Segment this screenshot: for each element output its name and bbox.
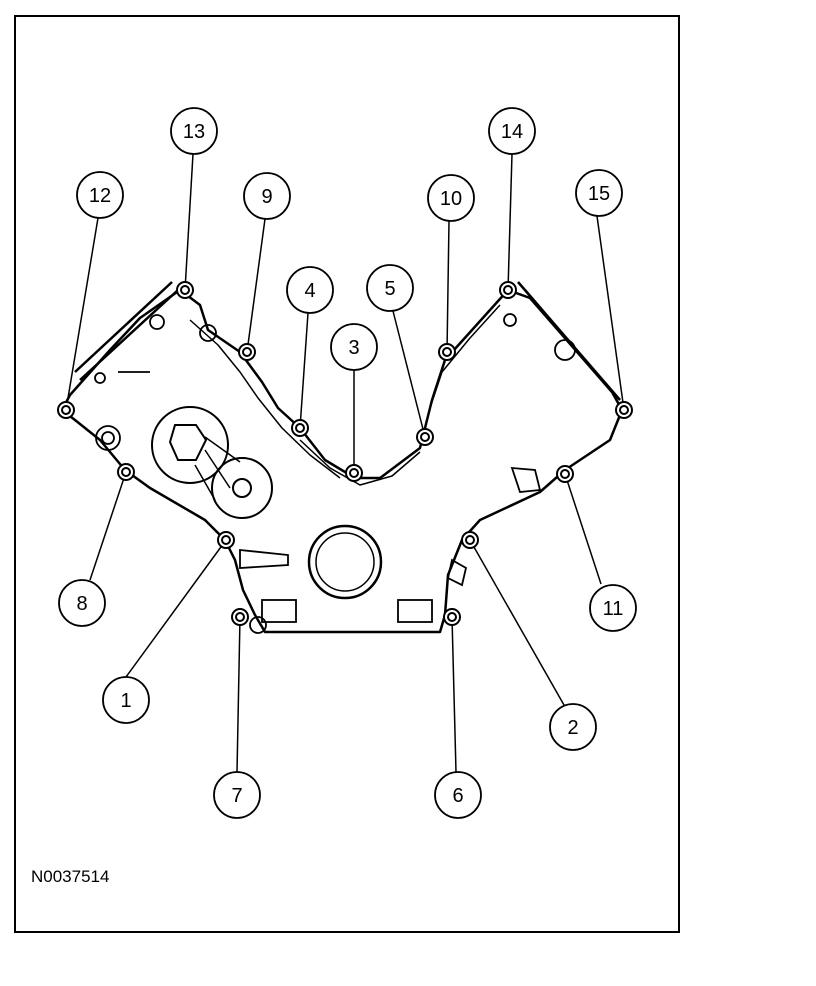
bolt-9 <box>238 343 256 361</box>
callout-8: 8 <box>58 579 106 627</box>
figure-id: N0037514 <box>31 867 110 886</box>
bolt-1 <box>217 531 235 549</box>
cover-details <box>94 313 576 634</box>
callout-11: 11 <box>589 584 637 632</box>
timing-cover-outline <box>60 281 624 634</box>
callout-9: 9 <box>243 172 291 220</box>
callout-1: 1 <box>102 676 150 724</box>
bolt-3 <box>345 464 363 482</box>
callout-5: 5 <box>366 264 414 312</box>
callout-15: 15 <box>575 169 623 217</box>
bolt-6 <box>443 608 461 626</box>
callout-4: 4 <box>286 266 334 314</box>
bolt-7 <box>231 608 249 626</box>
bolt-4 <box>291 419 309 437</box>
callout-label-5: 5 <box>384 278 395 300</box>
callout-2: 2 <box>549 703 597 751</box>
crankshaft-seal <box>307 524 383 600</box>
callout-6: 6 <box>434 771 482 819</box>
callout-10: 10 <box>427 174 475 222</box>
callout-label-4: 4 <box>304 280 315 302</box>
bolt-8 <box>117 463 135 481</box>
callouts: 1 2 3 4 5 6 7 8 <box>58 107 637 819</box>
callout-12: 12 <box>76 171 124 219</box>
bolts <box>57 281 633 626</box>
callout-label-1: 1 <box>120 690 131 712</box>
bolt-11 <box>556 465 574 483</box>
callout-label-15: 15 <box>588 183 610 205</box>
leader-lines <box>65 153 625 773</box>
callout-13: 13 <box>170 107 218 155</box>
bolt-13 <box>176 281 194 299</box>
bolt-12 <box>57 401 75 419</box>
callout-label-13: 13 <box>183 121 205 143</box>
callout-7: 7 <box>213 771 261 819</box>
callout-label-7: 7 <box>231 785 242 807</box>
callout-label-9: 9 <box>261 186 272 208</box>
callout-label-3: 3 <box>348 337 359 359</box>
callout-14: 14 <box>488 107 536 155</box>
tensioner-assembly <box>151 406 273 519</box>
bolt-2 <box>461 531 479 549</box>
callout-label-6: 6 <box>452 785 463 807</box>
callout-label-10: 10 <box>440 188 462 210</box>
bolt-14 <box>499 281 517 299</box>
callout-label-14: 14 <box>501 121 523 143</box>
callout-label-11: 11 <box>603 598 624 620</box>
callout-label-12: 12 <box>89 185 111 207</box>
bolt-5 <box>416 428 434 446</box>
callout-label-2: 2 <box>567 717 578 739</box>
bolt-15 <box>615 401 633 419</box>
bolt-10 <box>438 343 456 361</box>
callout-3: 3 <box>330 323 378 371</box>
callout-label-8: 8 <box>76 593 87 615</box>
